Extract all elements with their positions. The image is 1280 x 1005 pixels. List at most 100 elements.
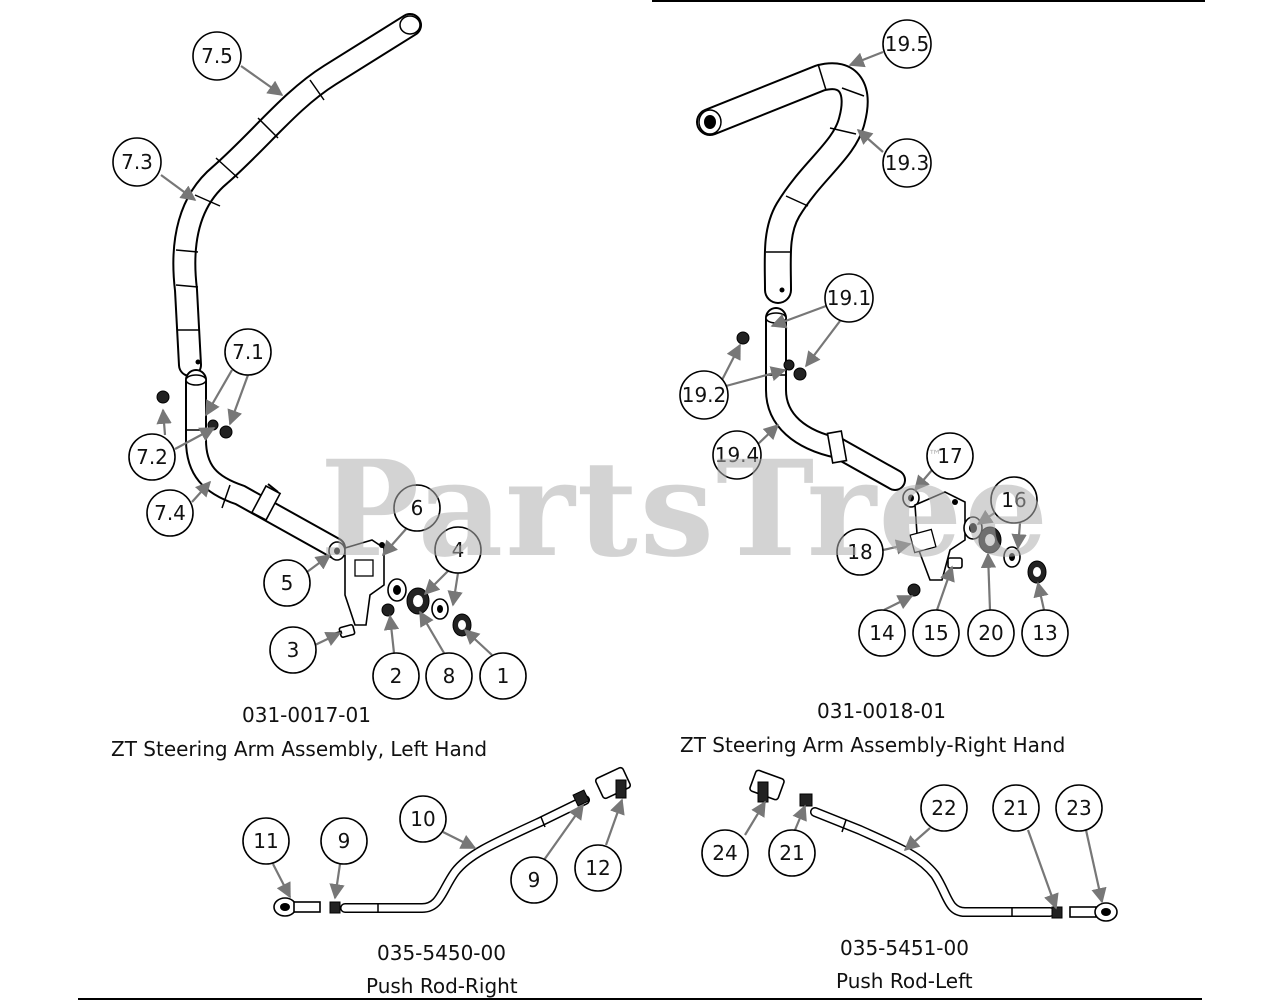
- callout-number: 6: [411, 496, 424, 520]
- push-rod-left-part-number: 035-5451-00: [840, 936, 969, 960]
- leader-arrow: [721, 343, 741, 381]
- callout-number: 11: [253, 829, 278, 853]
- leader-arrow: [447, 572, 463, 607]
- leader-arrow: [227, 374, 250, 426]
- callout-number: 19.3: [885, 151, 930, 175]
- callout-number: 19.5: [885, 32, 930, 56]
- push-rod-right-title: Push Rod-Right: [366, 974, 518, 998]
- leader-arrow: [329, 863, 345, 900]
- leader-arrow: [914, 469, 933, 492]
- callout-bubble: 19.1: [824, 273, 874, 323]
- leader-arrow: [770, 304, 827, 329]
- callout-circle: [320, 817, 368, 865]
- callout-bubble: 23: [1055, 784, 1103, 832]
- callout-number: 15: [923, 621, 948, 645]
- callout-number: 22: [931, 796, 956, 820]
- callout-number: 8: [443, 664, 456, 688]
- leader-arrow: [314, 632, 342, 646]
- callout-circle: [912, 609, 960, 657]
- leader-arrow: [792, 804, 807, 831]
- leader-arrow: [419, 610, 445, 654]
- callout-bubble: 5: [263, 559, 311, 607]
- leader-arrow: [883, 595, 914, 611]
- callout-bubble: 7.2: [128, 433, 176, 481]
- callout-bubble: 7.1: [224, 328, 272, 376]
- leader-arrow: [935, 565, 955, 611]
- callout-bubble: 19.3: [882, 138, 932, 188]
- leader-arrow: [882, 539, 912, 555]
- leader-arrow: [381, 528, 407, 557]
- callout-bubble: 16: [990, 476, 1038, 524]
- leader-arrow: [1026, 829, 1059, 910]
- callout-number: 16: [1001, 488, 1026, 512]
- watermark-trademark: ™: [928, 448, 942, 464]
- callout-number: 7.1: [232, 340, 264, 364]
- callout-circle: [836, 528, 884, 576]
- leader-arrow: [725, 366, 787, 388]
- callout-circle: [224, 328, 272, 376]
- leader-arrow: [1033, 581, 1049, 611]
- push-rod-left-drawing: [749, 769, 1118, 922]
- leader-arrow: [856, 128, 884, 153]
- right-steering-title: ZT Steering Arm Assembly-Right Hand: [680, 733, 1066, 757]
- callout-bubble: 6: [393, 484, 441, 532]
- callout-circle: [269, 626, 317, 674]
- callout-circle: [192, 31, 242, 81]
- left-steering-part-number: 031-0017-01: [242, 703, 371, 727]
- callout-bubble: 18: [836, 528, 884, 576]
- leader-arrow: [160, 174, 197, 201]
- callout-circle: [824, 273, 874, 323]
- callout-bubble: 9: [510, 856, 558, 904]
- callout-circle: [920, 784, 968, 832]
- leader-arrow: [903, 827, 931, 852]
- top-border-line: [652, 0, 1205, 2]
- leader-arrow: [463, 628, 493, 656]
- leader-arrow: [744, 800, 766, 836]
- leader-arrow: [1011, 522, 1027, 550]
- leader-arrow: [306, 554, 332, 573]
- bottom-border-line: [78, 998, 1202, 1000]
- callout-bubble: 19.5: [882, 19, 932, 69]
- callout-number: 2: [390, 664, 403, 688]
- callout-circle: [882, 19, 932, 69]
- leader-arrow: [272, 863, 291, 899]
- callout-bubble: 10: [399, 795, 447, 843]
- callout-number: 9: [528, 868, 541, 892]
- leader-arrow: [543, 803, 584, 861]
- callout-number: 20: [978, 621, 1003, 645]
- callout-bubble: 4: [434, 526, 482, 574]
- callout-number: 12: [585, 856, 610, 880]
- callout-bubble: 21: [768, 829, 816, 877]
- callout-number: 7.4: [154, 501, 186, 525]
- callout-number: 4: [452, 538, 465, 562]
- callout-bubble: 17: [926, 432, 974, 480]
- callout-bubble: 19.2: [679, 370, 729, 420]
- push-rod-right-drawing: [273, 766, 632, 917]
- callout-number: 1: [497, 664, 510, 688]
- leader-arrow: [442, 831, 477, 849]
- callout-bubble: 7.3: [112, 137, 162, 187]
- leader-arrow: [423, 570, 449, 596]
- callout-circle: [242, 817, 290, 865]
- callout-circle: [858, 609, 906, 657]
- callout-circle: [399, 795, 447, 843]
- callout-circle: [393, 484, 441, 532]
- leader-arrow: [156, 408, 172, 436]
- callout-number: 13: [1032, 621, 1057, 645]
- callout-bubble: 11: [242, 817, 290, 865]
- callout-bubble: 3: [269, 626, 317, 674]
- leader-arrow: [604, 798, 625, 846]
- callout-circle: [112, 137, 162, 187]
- callout-number: 19.1: [827, 286, 872, 310]
- callout-circle: [882, 138, 932, 188]
- callout-bubble: 1: [479, 652, 527, 700]
- leader-arrow: [980, 552, 997, 611]
- callout-circle: [434, 526, 482, 574]
- leader-lines: [156, 50, 1107, 910]
- callout-circle: [425, 652, 473, 700]
- leader-arrow: [805, 320, 841, 368]
- right-steering-part-number: 031-0018-01: [817, 699, 946, 723]
- callout-circle: [1021, 609, 1069, 657]
